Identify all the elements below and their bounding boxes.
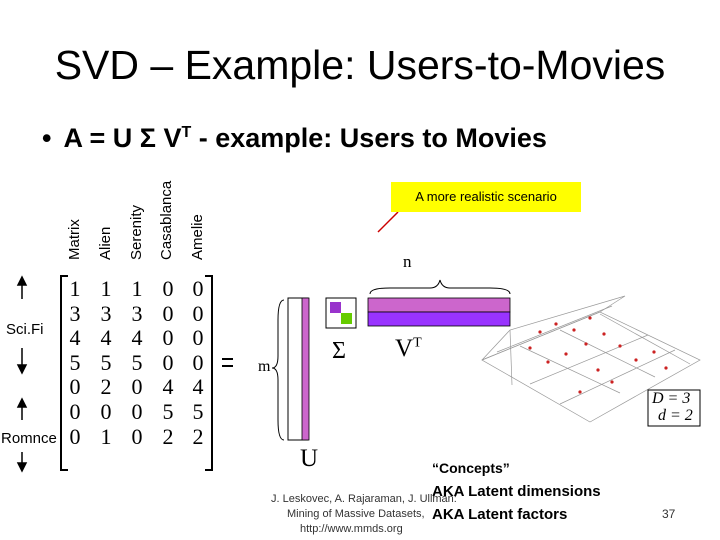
matrix-cell: 2 bbox=[100, 374, 112, 400]
formula-a: A = U bbox=[63, 123, 133, 153]
scatter-points bbox=[528, 316, 668, 394]
vt-row-top bbox=[367, 297, 511, 313]
matrix-cell: 2 bbox=[162, 423, 174, 449]
formula-t: T bbox=[181, 124, 192, 141]
vt-row-bottom bbox=[367, 311, 511, 327]
label-v: V bbox=[395, 335, 414, 362]
matrix-cell: 5 bbox=[69, 349, 81, 375]
matrix-cell: 0 bbox=[69, 374, 81, 400]
matrix-cell: 0 bbox=[69, 423, 81, 449]
aka-latent-factors: AKA Latent factors bbox=[432, 506, 568, 523]
matrix-cell: 0 bbox=[192, 300, 204, 326]
credit-authors: J. Leskovec, A. Rajaraman, J. Ullman: bbox=[271, 493, 457, 505]
matrix-cell: 0 bbox=[192, 276, 204, 301]
matrix-cell: 0 bbox=[131, 399, 143, 424]
matrix-cell: 0 bbox=[162, 300, 174, 326]
dim-box bbox=[647, 389, 701, 427]
matrix-cell: 1 bbox=[131, 276, 143, 301]
bullet-formula: • A = U Σ VT - example: Users to Movies bbox=[42, 123, 547, 154]
matrix-cell: 3 bbox=[131, 300, 143, 326]
formula-v: V bbox=[163, 123, 182, 153]
matrix-cell: 2 bbox=[192, 423, 204, 449]
matrix-cell: 3 bbox=[69, 300, 81, 326]
label-m: m bbox=[258, 358, 271, 375]
label-u: U bbox=[300, 445, 319, 472]
matrix-right-bracket bbox=[205, 275, 213, 471]
matrix-cell: 0 bbox=[131, 374, 143, 400]
matrix-cell: 5 bbox=[131, 349, 143, 375]
n-brace bbox=[369, 279, 511, 295]
label-n: n bbox=[403, 252, 412, 271]
credit-book: Mining of Massive Datasets, bbox=[287, 508, 425, 520]
sigma-symbol: Σ bbox=[139, 123, 156, 153]
matrix-cell: 0 bbox=[192, 349, 204, 375]
slide-title: SVD – Example: Users-to-Movies bbox=[54, 42, 666, 88]
matrix-cell: 0 bbox=[131, 423, 143, 449]
label-d-lower: d = 2 bbox=[658, 407, 693, 424]
romance-arrows bbox=[16, 397, 28, 473]
page-number: 37 bbox=[662, 507, 676, 521]
label-t: T bbox=[413, 335, 422, 351]
matrix-cell: 0 bbox=[100, 399, 112, 424]
label-vt: VT bbox=[395, 335, 422, 363]
scifi-arrows bbox=[16, 275, 28, 375]
matrix-cell: 4 bbox=[192, 374, 204, 400]
matrix-cell: 5 bbox=[162, 399, 174, 424]
matrix-cell: 4 bbox=[69, 325, 81, 351]
credit-url: http://www.mmds.org bbox=[300, 523, 403, 535]
matrix-cell: 4 bbox=[162, 374, 174, 400]
matrix-cell: 3 bbox=[100, 300, 112, 326]
formula-rest: - example: Users to Movies bbox=[191, 123, 547, 153]
matrix-cell: 0 bbox=[162, 325, 174, 351]
label-d-upper: D = 3 bbox=[652, 390, 691, 407]
red-arrow bbox=[377, 211, 399, 233]
group-label-scifi: Sci.Fi bbox=[6, 321, 44, 338]
sigma-cell-b bbox=[341, 313, 352, 324]
matrix-left-bracket bbox=[60, 275, 68, 471]
group-label-romance: Romnce bbox=[1, 430, 57, 447]
matrix-cell: 4 bbox=[131, 325, 143, 351]
matrix-cell: 5 bbox=[192, 399, 204, 424]
m-brace bbox=[271, 299, 285, 441]
matrix-cell: 5 bbox=[100, 349, 112, 375]
label-sigma: Σ bbox=[332, 338, 346, 364]
matrix-cell: 0 bbox=[69, 399, 81, 424]
aka-latent-dimensions: AKA Latent dimensions bbox=[432, 483, 601, 500]
equals-sign bbox=[222, 358, 233, 367]
matrix-cell: 1 bbox=[100, 423, 112, 449]
u-column-fill bbox=[301, 297, 310, 441]
matrix-cell: 4 bbox=[100, 325, 112, 351]
matrix-cell: 1 bbox=[100, 276, 112, 301]
matrix-cell: 0 bbox=[162, 276, 174, 301]
matrix-cell: 0 bbox=[162, 349, 174, 375]
bullet-dot: • bbox=[42, 123, 52, 153]
matrix-cell: 1 bbox=[69, 276, 81, 301]
matrix-cell: 0 bbox=[192, 325, 204, 351]
concepts-label: “Concepts” bbox=[432, 460, 510, 476]
callout-realistic-scenario: A more realistic scenario bbox=[391, 182, 581, 212]
scatter-plot-3d bbox=[481, 295, 701, 423]
sigma-cell-a bbox=[330, 302, 341, 313]
